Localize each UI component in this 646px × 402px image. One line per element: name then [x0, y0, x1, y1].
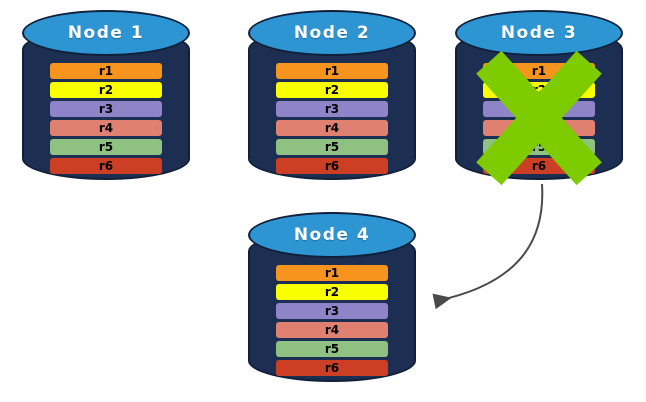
node-2-row-r4[interactable]: r4: [275, 120, 389, 136]
node-1-row-r6[interactable]: r6: [49, 158, 163, 174]
node-3-row-r1[interactable]: r1: [482, 63, 596, 79]
node-1-row-r5[interactable]: r5: [49, 139, 163, 155]
node-3-row-r6[interactable]: r6: [482, 158, 596, 174]
node-3-row-r5[interactable]: r5: [482, 139, 596, 155]
node-2[interactable]: Node 2 r1 r2 r3 r4 r5 r6: [248, 10, 416, 185]
node-1-row-r2[interactable]: r2: [49, 82, 163, 98]
node-2-row-r2[interactable]: r2: [275, 82, 389, 98]
node-2-row-r1[interactable]: r1: [275, 63, 389, 79]
node-1-cylinder-top: [22, 10, 190, 56]
node-4-row-r6[interactable]: r6: [275, 360, 389, 376]
replication-arrow-path: [432, 183, 544, 310]
node-4-row-list: r1 r2 r3 r4 r5 r6: [248, 265, 416, 376]
node-3-row-r3[interactable]: r3: [482, 101, 596, 117]
node-3-row-list: r1 r2 r3 r4 r5 r6: [455, 63, 623, 174]
node-1[interactable]: Node 1 r1 r2 r3 r4 r5 r6: [22, 10, 190, 185]
node-3-row-r4[interactable]: r4: [482, 120, 596, 136]
node-4[interactable]: Node 4 r1 r2 r3 r4 r5 r6: [248, 212, 416, 387]
node-3-cylinder-top: [455, 10, 623, 56]
node-2-row-r6[interactable]: r6: [275, 158, 389, 174]
node-3[interactable]: Node 3 r1 r2 r3 r4 r5 r6: [455, 10, 623, 186]
node-1-row-r3[interactable]: r3: [49, 101, 163, 117]
node-4-row-r5[interactable]: r5: [275, 341, 389, 357]
node-2-row-r5[interactable]: r5: [275, 139, 389, 155]
node-4-cylinder-top: [248, 212, 416, 258]
node-4-row-r2[interactable]: r2: [275, 284, 389, 300]
node-1-row-r4[interactable]: r4: [49, 120, 163, 136]
node-1-row-list: r1 r2 r3 r4 r5 r6: [22, 63, 190, 174]
node-4-row-r3[interactable]: r3: [275, 303, 389, 319]
node-2-row-list: r1 r2 r3 r4 r5 r6: [248, 63, 416, 174]
node-3-row-r2[interactable]: r2: [482, 82, 596, 98]
node-2-row-r3[interactable]: r3: [275, 101, 389, 117]
node-2-cylinder-top: [248, 10, 416, 56]
node-4-row-r1[interactable]: r1: [275, 265, 389, 281]
node-4-row-r4[interactable]: r4: [275, 322, 389, 338]
node-1-row-r1[interactable]: r1: [49, 63, 163, 79]
